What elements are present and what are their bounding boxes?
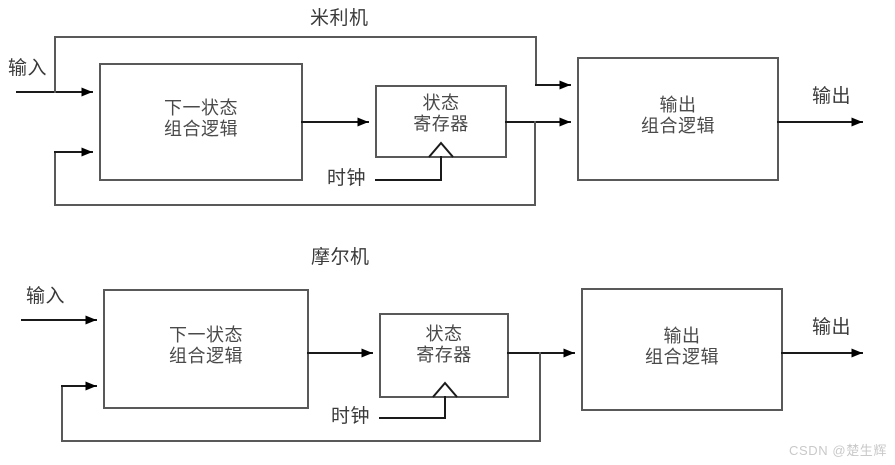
moore-next-state-logic-label: 下一状态 组合逻辑: [104, 325, 308, 367]
moore-output-logic-box: [581, 288, 783, 411]
mealy-state-register-label: 状态 寄存器: [376, 93, 506, 135]
mealy-clock-label: 时钟: [327, 168, 367, 189]
moore-output-logic-label-line1: 输出: [663, 326, 701, 346]
mealy-next-state-logic-label-line2: 组合逻辑: [164, 119, 238, 140]
moore-state-feedback-wire: [61, 352, 541, 442]
csdn-watermark: CSDN @楚生辉: [788, 443, 887, 458]
mealy-state-feedback-wire: [54, 121, 536, 206]
mealy-state-register-label-line2: 寄存器: [413, 114, 469, 135]
moore-output-label: 输出: [812, 317, 852, 338]
mealy-output-label: 输出: [812, 86, 852, 107]
mealy-output-logic-label-line2: 组合逻辑: [641, 116, 715, 137]
mealy-output-logic-box: [577, 57, 779, 181]
moore-next-state-logic-label-line2: 组合逻辑: [169, 346, 243, 367]
mealy-diagram-group: [16, 36, 863, 206]
mealy-output-logic-label: 输出 组合逻辑: [578, 95, 778, 137]
moore-state-register-label-line2: 寄存器: [416, 345, 472, 366]
moore-output-logic-label-line2: 组合逻辑: [645, 347, 719, 368]
moore-diagram-group: [21, 288, 863, 442]
moore-clock-edge-triangle-icon: [432, 381, 458, 398]
mealy-output-logic-label-line1: 输出: [659, 95, 697, 115]
mealy-next-state-logic-label: 下一状态 组合逻辑: [100, 98, 302, 140]
mealy-state-register-label-line1: 状态: [422, 93, 460, 113]
mealy-clock-wire: [375, 156, 442, 181]
moore-input-label: 输入: [26, 286, 66, 307]
mealy-next-state-logic-box: [99, 63, 303, 181]
moore-next-state-logic-label-line1: 下一状态: [169, 325, 243, 345]
moore-state-register-label-line1: 状态: [425, 324, 463, 344]
moore-clock-label: 时钟: [331, 406, 371, 427]
moore-state-register-label: 状态 寄存器: [380, 324, 508, 366]
moore-title: 摩尔机: [311, 247, 370, 268]
moore-next-state-logic-box: [103, 289, 309, 409]
mealy-input-label: 输入: [8, 58, 48, 79]
mealy-state-register-box: [375, 85, 507, 158]
moore-clock-wire: [379, 396, 446, 419]
mealy-next-state-logic-label-line1: 下一状态: [164, 98, 238, 118]
moore-output-logic-label: 输出 组合逻辑: [582, 326, 782, 368]
mealy-clock-edge-triangle-icon: [428, 141, 454, 158]
mealy-input-bypass-wire: [54, 36, 537, 93]
mealy-title: 米利机: [310, 8, 369, 29]
